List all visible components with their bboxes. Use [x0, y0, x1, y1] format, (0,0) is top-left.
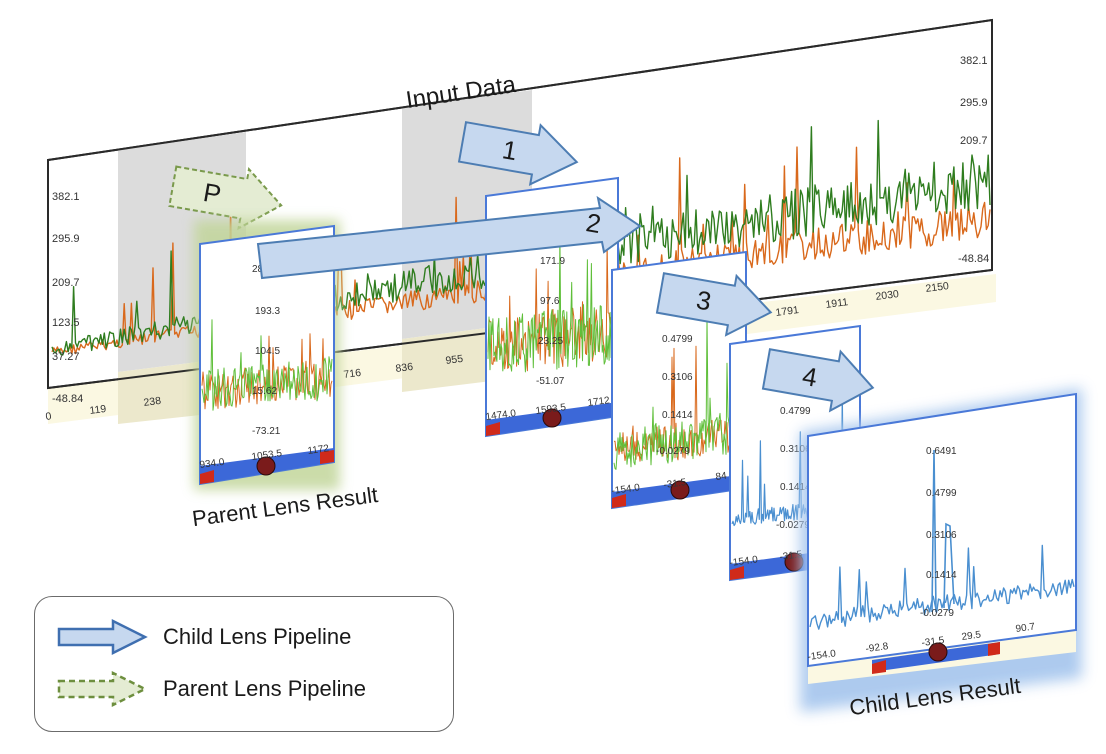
- lens-3-x-tick: -154.0: [729, 554, 759, 569]
- lens-2-series: [613, 316, 745, 470]
- arrow-3-label: 3: [694, 285, 713, 317]
- input-y-tick-left: 37.27: [52, 351, 80, 363]
- legend-item-child: Child Lens Pipeline: [55, 617, 351, 657]
- lens-4-y-tick: -0.0279: [920, 608, 954, 619]
- lens-4-y-tick: 0.4799: [926, 488, 957, 499]
- parent-arrow-icon: [57, 670, 148, 708]
- parent-lens-series: [201, 319, 333, 411]
- lens-4-x-tick: -31.5: [921, 635, 945, 649]
- arrow-4-label: 4: [800, 361, 819, 393]
- input-x-tick: 2030: [875, 288, 900, 303]
- legend: Child Lens Pipeline Parent Lens Pipeline: [34, 596, 454, 732]
- lens-2-y-tick: 0.4799: [662, 334, 693, 345]
- input-x-tick: 238: [143, 395, 162, 409]
- child-pipeline-arrow-2: 2: [256, 195, 642, 280]
- input-y-tick-right: 209.7: [960, 135, 988, 147]
- input-x-tick: 0: [45, 410, 53, 423]
- lens-4-y-tick: 0.1414: [926, 570, 957, 581]
- input-y-tick-left: -48.84: [52, 393, 83, 405]
- parent-series-green: [201, 319, 333, 411]
- parent-slider-handle[interactable]: [256, 456, 276, 476]
- lens-4-slider-handle[interactable]: [928, 642, 948, 662]
- lens-2-y-tick: 0.1414: [662, 410, 693, 421]
- input-x-tick: 836: [395, 361, 414, 375]
- child-pipeline-arrow-3: 3: [655, 272, 773, 337]
- input-y-tick-left: 123.5: [52, 317, 80, 329]
- input-x-tick: 119: [89, 403, 107, 417]
- lens-4-series-blue: [809, 544, 1075, 630]
- legend-child-label: Child Lens Pipeline: [163, 624, 352, 649]
- lens-1-x-tick: 1474.0: [485, 408, 517, 423]
- input-x-tick: 955: [445, 353, 464, 367]
- parent-y-tick: 15.62: [252, 386, 277, 397]
- parent-x-tick: 1172: [307, 443, 330, 457]
- lens-1-y-tick: 23.25: [538, 336, 563, 347]
- arrow-2-label: 2: [584, 207, 603, 239]
- lens-1-y-tick: 97.6: [540, 296, 560, 307]
- lens-2-y-tick: 0.3106: [662, 372, 693, 383]
- lens-1-y-tick: -51.07: [536, 376, 565, 387]
- parent-series-orange: [201, 333, 333, 410]
- lens-2-x-tick: 84: [715, 471, 728, 483]
- lens-4-y-tick: 0.6491: [926, 446, 957, 457]
- lens-4-series: [809, 449, 1075, 630]
- lens-2-x-tick: -31.5: [663, 477, 687, 491]
- lens-1-y-tick: 171.9: [540, 256, 565, 267]
- lens-1-x-tick: 1593.5: [535, 402, 567, 417]
- lens-3-x-tick: -31.5: [779, 549, 803, 563]
- lens-2-slider-handle[interactable]: [670, 480, 690, 500]
- lens-4-x-tick: 29.5: [961, 629, 982, 643]
- parent-x-tick: 934.0: [199, 457, 226, 471]
- parent-y-tick: -73.21: [252, 426, 281, 437]
- lens-1-series: [487, 233, 617, 373]
- parent-pipeline-arrow-p: P: [168, 165, 283, 231]
- lens-4-x-tick: -154.0: [807, 648, 837, 663]
- parent-x-tick: 1053.5: [251, 448, 283, 463]
- input-x-tick: 1911: [825, 296, 849, 311]
- parent-y-tick: 104.5: [255, 346, 280, 357]
- child-pipeline-arrow-4: 4: [761, 348, 875, 413]
- input-y-tick-right: 382.1: [960, 55, 988, 67]
- input-y-tick-right: -48.84: [958, 253, 989, 265]
- lens-3-y-tick: 0.4799: [780, 406, 811, 417]
- lens-2-series-green: [613, 316, 745, 470]
- lens-4-y-tick: 0.3106: [926, 530, 957, 541]
- child-pipeline-arrow-1: 1: [457, 121, 579, 187]
- lens-2-y-tick: -0.0279: [656, 446, 690, 457]
- child-arrow-icon: [57, 618, 148, 656]
- input-x-tick: 2150: [925, 280, 950, 295]
- lens-1-slider-handle[interactable]: [542, 408, 562, 428]
- lens-3-y-tick: 0.1414: [780, 482, 811, 493]
- input-y-tick-left: 209.7: [52, 277, 80, 289]
- lens-2-x-tick: -154.0: [611, 482, 641, 497]
- child-lens-4-panel: 0.6491 0.4799 0.3106 0.1414 -0.0279 -154…: [800, 388, 1082, 712]
- input-x-tick: 716: [343, 367, 362, 381]
- input-x-tick: 1791: [775, 304, 800, 319]
- arrow-p-label: P: [201, 177, 223, 210]
- lens-1-x-tick: 1712: [587, 395, 611, 409]
- input-y-tick-left: 382.1: [52, 191, 80, 203]
- parent-y-tick: 193.3: [255, 306, 280, 317]
- lens-3-y-tick: -0.0279: [776, 520, 810, 531]
- lens-4-x-tick: 90.7: [1015, 621, 1036, 635]
- input-y-tick-left: 295.9: [52, 233, 80, 245]
- legend-item-parent: Parent Lens Pipeline: [55, 669, 366, 709]
- lens-3-y-tick: 0.3106: [780, 444, 811, 455]
- lens-4-peak: [931, 449, 955, 613]
- lens-1-series-green: [487, 233, 617, 373]
- lens-4-x-tick: -92.8: [865, 641, 889, 655]
- arrow-1-label: 1: [500, 134, 519, 166]
- legend-parent-label: Parent Lens Pipeline: [163, 676, 367, 701]
- input-y-tick-right: 295.9: [960, 97, 988, 109]
